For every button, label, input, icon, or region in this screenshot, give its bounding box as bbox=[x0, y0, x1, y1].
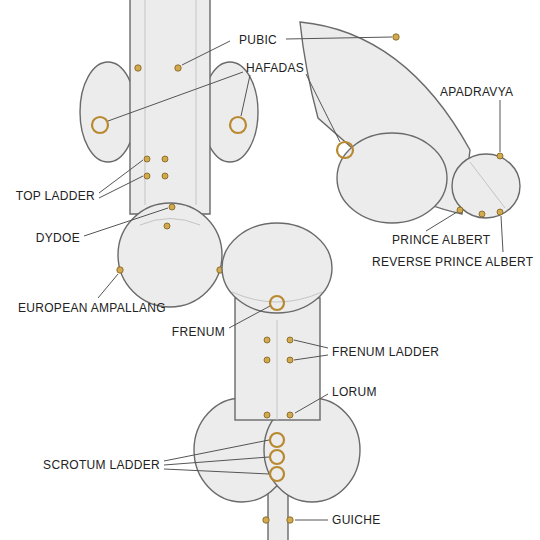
scrotum-shape bbox=[337, 133, 447, 223]
piercing-ring bbox=[270, 296, 284, 310]
part-label: EUROPEAN AMPALLANG bbox=[18, 301, 166, 315]
piercing-bead bbox=[497, 153, 503, 159]
piercing-bead bbox=[162, 156, 168, 162]
piercing-bead bbox=[135, 65, 141, 71]
piercing-bead bbox=[264, 357, 270, 363]
shading bbox=[145, 0, 196, 205]
part-label: LORUM bbox=[332, 385, 377, 399]
leader-line bbox=[84, 208, 168, 236]
leader-line bbox=[164, 469, 269, 474]
part-label: PRINCE ALBERT bbox=[392, 233, 490, 247]
shading bbox=[140, 219, 200, 226]
leader-line bbox=[295, 520, 328, 521]
testicle-shape bbox=[80, 62, 136, 162]
leader-line bbox=[286, 37, 392, 39]
piercing-ring bbox=[270, 433, 284, 447]
glans-shape bbox=[118, 203, 222, 307]
shaft-shape bbox=[130, 0, 210, 214]
leader-line bbox=[500, 100, 501, 152]
piercing-ring bbox=[92, 117, 108, 133]
leader-line bbox=[99, 160, 143, 193]
leader-line bbox=[164, 457, 269, 465]
part-label: TOP LADDER bbox=[16, 189, 95, 203]
leader-lines bbox=[84, 37, 503, 520]
leader-line bbox=[294, 340, 328, 348]
part-label: APADRAVYA bbox=[440, 85, 513, 99]
piercing-bead bbox=[479, 211, 485, 217]
piercing-bead bbox=[393, 34, 399, 40]
piercing-bead bbox=[457, 207, 463, 213]
leader-line bbox=[241, 75, 250, 116]
piercing-ring bbox=[337, 142, 353, 158]
part-label: PUBIC bbox=[239, 33, 277, 47]
piercing-bead bbox=[169, 204, 175, 210]
shading bbox=[277, 320, 278, 420]
shaft-shape bbox=[235, 298, 320, 420]
part-label: DYDOE bbox=[36, 231, 80, 245]
leader-line bbox=[426, 212, 457, 231]
glans-shape bbox=[222, 223, 332, 313]
piercing-bead bbox=[287, 412, 293, 418]
piercing-bead bbox=[264, 412, 270, 418]
piercing-bead bbox=[162, 173, 168, 179]
piercing-bead bbox=[263, 517, 269, 523]
piercing-ring bbox=[270, 467, 284, 481]
ventral-view bbox=[194, 223, 360, 540]
side-view bbox=[300, 22, 520, 223]
part-label: FRENUM bbox=[172, 325, 225, 339]
leader-line bbox=[295, 394, 328, 413]
part-label: GUICHE bbox=[332, 513, 380, 527]
piercing-ring bbox=[230, 117, 246, 133]
leader-line bbox=[99, 176, 143, 198]
leader-line bbox=[294, 355, 328, 360]
piercing-bead bbox=[175, 65, 181, 71]
leader-line bbox=[108, 72, 243, 121]
shading bbox=[470, 162, 505, 208]
piercing-bead bbox=[287, 517, 293, 523]
leader-line bbox=[306, 74, 340, 142]
leader-line bbox=[98, 274, 118, 298]
piercing-bead bbox=[144, 156, 150, 162]
leader-line bbox=[182, 41, 230, 65]
leader-line bbox=[229, 306, 270, 328]
part-label: HAFADAS bbox=[246, 61, 304, 75]
piercing-bead bbox=[117, 267, 123, 273]
piercing-bead bbox=[497, 209, 503, 215]
piercing-bead bbox=[287, 337, 293, 343]
glans-shape bbox=[452, 154, 520, 218]
part-label: FRENUM LADDER bbox=[332, 345, 439, 359]
piercing-bead bbox=[264, 337, 270, 343]
part-label: REVERSE PRINCE ALBERT bbox=[372, 255, 533, 269]
piercing-bead bbox=[144, 173, 150, 179]
leader-line bbox=[501, 216, 503, 252]
part-label: SCROTUM LADDER bbox=[43, 458, 160, 472]
piercing-ring bbox=[270, 450, 284, 464]
piercing-bead bbox=[164, 223, 170, 229]
piercing-bead bbox=[287, 357, 293, 363]
